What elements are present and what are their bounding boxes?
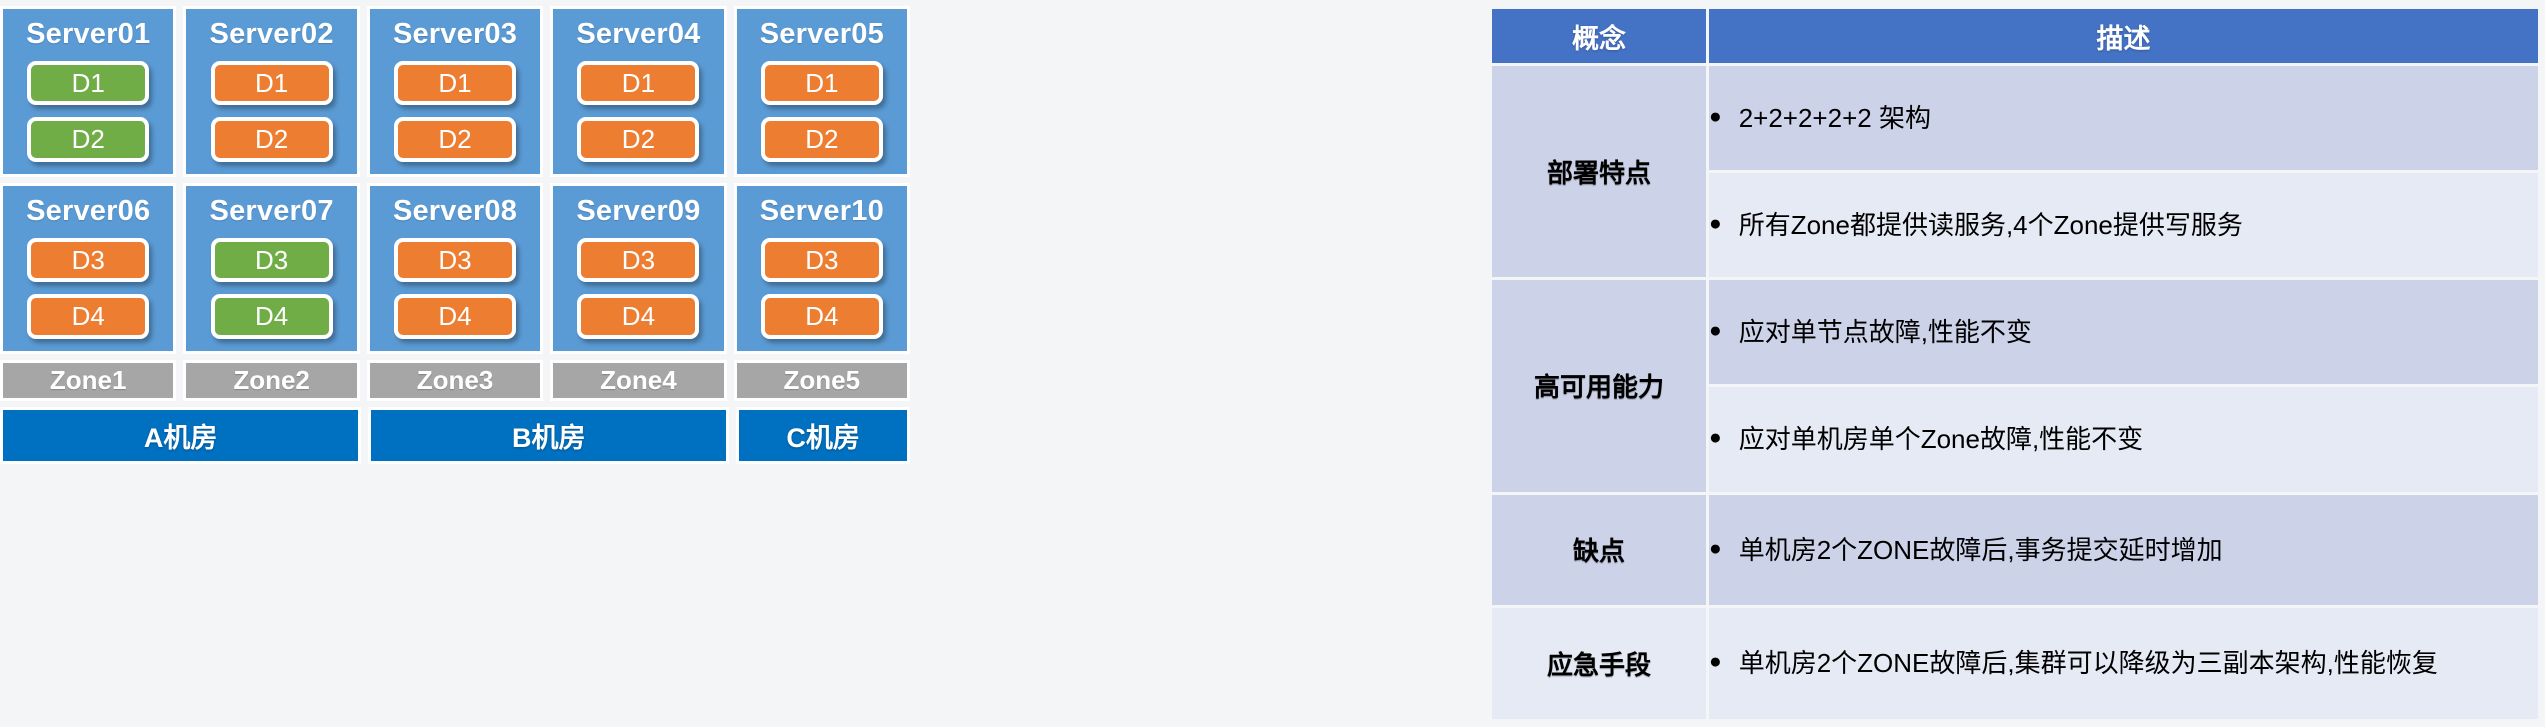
table-row: ● 应对单机房单个Zone故障,性能不变 xyxy=(1492,387,2538,492)
disk-block[interactable]: D1 xyxy=(27,60,150,106)
server-card[interactable]: Server01 D1 D2 xyxy=(0,6,177,177)
table-row: 缺点 ● 单机房2个ZONE故障后,事务提交延时增加 xyxy=(1492,494,2538,606)
description-cell: ● 2+2+2+2+2 架构 xyxy=(1709,66,2538,171)
server-row-2: Server06 D3 D4 Server07 D3 D4 Server08 D… xyxy=(0,183,911,354)
server-title: Server02 xyxy=(209,18,334,50)
disk-block[interactable]: D3 xyxy=(27,237,150,283)
server-title: Server07 xyxy=(209,195,334,227)
description-cell: ● 单机房2个ZONE故障后,事务提交延时增加 xyxy=(1709,494,2538,606)
disk-block[interactable]: D1 xyxy=(210,60,333,106)
server-card[interactable]: Server04 D1 D2 xyxy=(550,6,727,177)
disk-block[interactable]: D3 xyxy=(760,237,883,283)
server-card[interactable]: Server07 D3 D4 xyxy=(183,183,360,354)
server-title: Server01 xyxy=(26,18,151,50)
table-row: 高可用能力 ● 应对单节点故障,性能不变 xyxy=(1492,280,2538,492)
table-header-concept: 概念 xyxy=(1492,9,1706,63)
disk-block[interactable]: D4 xyxy=(760,294,883,339)
machine-room-row: A机房 B机房 C机房 xyxy=(0,407,910,464)
server-title: Server08 xyxy=(392,195,518,227)
zone-label-4[interactable]: Zone4 xyxy=(550,360,727,401)
bullet-icon: ● xyxy=(1709,650,1722,674)
server-card[interactable]: Server08 D3 D4 xyxy=(366,183,544,354)
machine-room-b[interactable]: B机房 xyxy=(368,407,730,464)
disk-block[interactable]: D3 xyxy=(394,237,517,283)
server-card[interactable]: Server03 D1 D2 xyxy=(366,6,544,177)
concept-label-deploy: 部署特点 xyxy=(1492,66,1706,278)
description-cell: ● 所有Zone都提供读服务,4个Zone提供写服务 xyxy=(1709,173,2538,278)
server-topology-diagram: Server01 D1 D2 Server02 D1 D2 Server03 D… xyxy=(0,6,911,722)
bullet-icon: ● xyxy=(1709,104,1722,128)
description-text: 单机房2个ZONE故障后,事务提交延时增加 xyxy=(1738,534,2223,565)
zone-row: Zone1 Zone2 Zone3 Zone4 Zone5 xyxy=(0,360,911,401)
concept-label-drawback: 缺点 xyxy=(1492,494,1706,606)
description-text: 应对单机房单个Zone故障,性能不变 xyxy=(1738,424,2144,455)
zone-label-3[interactable]: Zone3 xyxy=(366,360,544,401)
table-row: 部署特点 ● 2+2+2+2+2 架构 xyxy=(1492,66,2538,278)
description-text: 应对单节点故障,性能不变 xyxy=(1738,316,2032,347)
disk-block[interactable]: D2 xyxy=(27,117,150,162)
disk-block[interactable]: D4 xyxy=(394,294,517,339)
disk-block[interactable]: D3 xyxy=(210,237,333,283)
description-text: 所有Zone都提供读服务,4个Zone提供写服务 xyxy=(1738,209,2243,240)
server-card[interactable]: Server10 D3 D4 xyxy=(733,183,911,354)
server-card[interactable]: Server05 D1 D2 xyxy=(733,6,911,177)
disk-block[interactable]: D2 xyxy=(577,117,700,162)
server-row-1: Server01 D1 D2 Server02 D1 D2 Server03 D… xyxy=(0,6,911,177)
concept-label-ha: 高可用能力 xyxy=(1492,280,1706,492)
disk-block[interactable]: D2 xyxy=(760,117,883,162)
bullet-icon: ● xyxy=(1709,211,1722,235)
description-cell: ● 应对单节点故障,性能不变 xyxy=(1709,280,2538,385)
description-text: 单机房2个ZONE故障后,集群可以降级为三副本架构,性能恢复 xyxy=(1738,648,2438,679)
disk-block[interactable]: D3 xyxy=(577,237,700,283)
bullet-icon: ● xyxy=(1709,426,1722,450)
server-title: Server05 xyxy=(759,18,884,50)
disk-block[interactable]: D1 xyxy=(760,60,883,106)
bullet-icon: ● xyxy=(1709,318,1722,342)
bullet-icon: ● xyxy=(1709,536,1722,560)
concept-label-emergency: 应急手段 xyxy=(1492,608,1706,719)
description-cell: ● 单机房2个ZONE故障后,集群可以降级为三副本架构,性能恢复 xyxy=(1709,608,2538,719)
disk-block[interactable]: D2 xyxy=(210,117,333,162)
disk-block[interactable]: D4 xyxy=(27,294,150,339)
table-row: ● 所有Zone都提供读服务,4个Zone提供写服务 xyxy=(1492,173,2538,278)
server-title: Server09 xyxy=(576,195,701,227)
table-row: 应急手段 ● 单机房2个ZONE故障后,集群可以降级为三副本架构,性能恢复 xyxy=(1492,608,2538,719)
concept-description-table: 概念 描述 部署特点 ● 2+2+2+2+2 架构 ● 所有Zone都提供读服务… xyxy=(1489,6,2541,722)
server-title: Server04 xyxy=(576,18,701,50)
zone-label-2[interactable]: Zone2 xyxy=(183,360,360,401)
disk-block[interactable]: D2 xyxy=(394,117,517,162)
server-title: Server10 xyxy=(759,195,884,227)
zone-label-5[interactable]: Zone5 xyxy=(733,360,911,401)
server-card[interactable]: Server02 D1 D2 xyxy=(183,6,360,177)
disk-block[interactable]: D4 xyxy=(210,294,333,339)
description-cell: ● 应对单机房单个Zone故障,性能不变 xyxy=(1709,387,2538,492)
table-header-row: 概念 描述 xyxy=(1492,9,2538,63)
description-text: 2+2+2+2+2 架构 xyxy=(1738,102,1931,133)
server-title: Server03 xyxy=(392,18,518,50)
zone-label-1[interactable]: Zone1 xyxy=(0,360,177,401)
disk-block[interactable]: D1 xyxy=(394,60,517,106)
server-title: Server06 xyxy=(26,195,151,227)
disk-block[interactable]: D4 xyxy=(577,294,700,339)
table-header-description: 描述 xyxy=(1709,9,2538,63)
disk-block[interactable]: D1 xyxy=(577,60,700,106)
server-card[interactable]: Server06 D3 D4 xyxy=(0,183,177,354)
machine-room-a[interactable]: A机房 xyxy=(0,407,362,464)
machine-room-c[interactable]: C机房 xyxy=(736,407,910,464)
server-card[interactable]: Server09 D3 D4 xyxy=(550,183,727,354)
